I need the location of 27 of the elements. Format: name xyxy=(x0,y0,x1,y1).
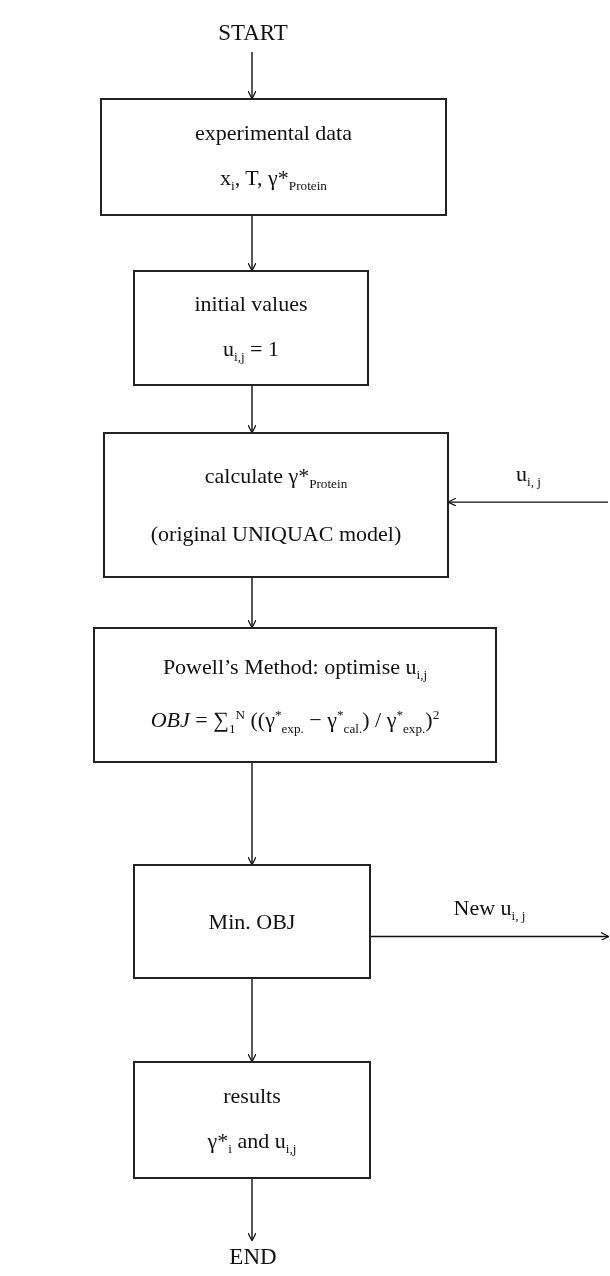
arrow xyxy=(247,762,257,866)
process-box xyxy=(93,627,497,763)
process-box xyxy=(133,1061,371,1179)
arrow xyxy=(247,51,257,100)
arrow xyxy=(247,577,257,629)
arrow xyxy=(247,385,257,434)
process-box xyxy=(133,270,369,386)
process-box xyxy=(103,432,449,578)
arrow xyxy=(247,215,257,272)
box-title: calculate γ*$_{Protein}$ xyxy=(204,463,348,492)
process-box xyxy=(133,864,371,979)
box-title: Powell’s Method: optimise u$_{i,j}$ xyxy=(162,653,428,683)
box-title: experimental data xyxy=(195,120,352,146)
box-title: results xyxy=(223,1083,281,1109)
box-text: (original UNIQUAC model) xyxy=(150,521,402,547)
box-text: u$_{i,j}$ = 1 xyxy=(222,336,279,365)
box-title: initial values xyxy=(194,291,308,317)
process-box xyxy=(100,98,447,216)
terminal-label: START xyxy=(203,14,303,52)
arrow xyxy=(247,1178,257,1242)
box-text: γ*$_{i}$ and u$_{i,j}$ xyxy=(207,1128,297,1157)
box-text: OBJ = ∑$_{1}$$^{N}$ ((γ$^{*}$$_{exp.}$ − γ$^{*}$$_{cal.}$) / γ$^{*}$$_{exp.}$)$^{2}$ xyxy=(150,707,440,737)
arrow xyxy=(370,931,610,942)
arrow xyxy=(247,978,257,1063)
box-text: x$_{i}$, T, γ*$_{Protein}$ xyxy=(220,165,327,194)
terminal-label: END xyxy=(213,1240,293,1274)
box-title: Min. OBJ xyxy=(208,908,296,935)
